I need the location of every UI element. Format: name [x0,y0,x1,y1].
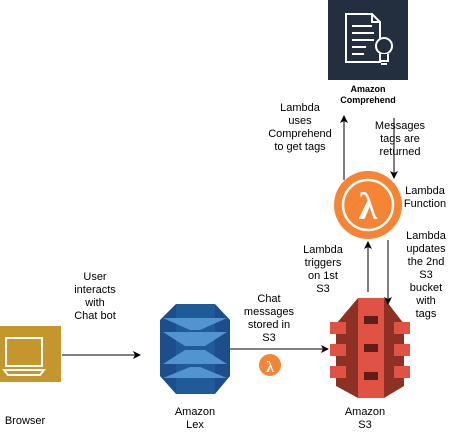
comprehend-icon [328,0,408,80]
edge-label-chat-messages-stored: Chat messages stored in S3 [243,293,295,344]
lambda-trigger-badge-icon: λ [259,354,281,376]
browser-label: Browser [4,415,46,427]
svg-text:λ: λ [359,186,378,228]
edge-label-lambda-triggers: Lambda triggers on 1st S3 [303,244,343,295]
lex-icon [160,304,230,394]
comprehend-label: Amazon Comprehend [340,84,396,105]
lambda-function-label: Lambda Function [403,185,447,210]
lambda-function-icon: λ [334,171,402,239]
svg-text:λ: λ [266,359,274,376]
edge-label-user-interacts: User interacts with Chat bot [74,271,116,322]
edge-label-lambda-uses-comprehend: Lambda uses Comprehend to get tags [268,102,332,153]
lex-label: Amazon Lex [174,406,216,431]
s3-label: Amazon S3 [344,406,386,431]
browser-icon [0,326,61,382]
edge-label-lambda-updates-s3: Lambda updates the 2nd S3 bucket with ta… [406,230,446,320]
edge-label-tags-returned: Messages tags are returned [374,120,426,158]
s3-bucket-icon [330,298,410,398]
